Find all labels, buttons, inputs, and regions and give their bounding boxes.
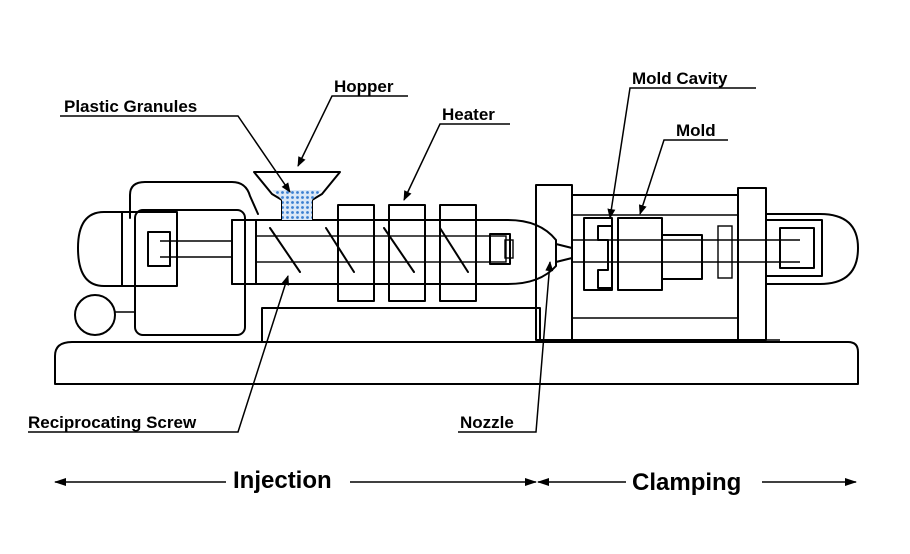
- screw-flight-4: [439, 227, 469, 273]
- check-valve: [504, 239, 514, 259]
- hydraulic-motor-housing: [121, 211, 178, 287]
- leader-plastic-granules: [60, 115, 291, 193]
- screw-core: [255, 235, 507, 263]
- stationary-platen: [535, 184, 573, 341]
- heater-band-2: [388, 204, 426, 302]
- label-nozzle: Nozzle: [460, 413, 514, 432]
- hydraulic-piston: [147, 231, 171, 267]
- clamp-cylinder: [765, 219, 823, 277]
- hydraulic-pump: [74, 294, 116, 336]
- clamp-piston: [779, 227, 815, 269]
- barrel-lower-frame: [261, 307, 541, 343]
- screw-flight-1: [269, 227, 301, 273]
- hydraulic-cylinder-loop-left: [77, 211, 123, 287]
- label-mold-cavity: Mold Cavity: [632, 69, 728, 88]
- heater-band-3: [439, 204, 477, 302]
- label-mold: Mold: [676, 121, 716, 140]
- label-hopper: Hopper: [334, 77, 394, 96]
- mold-right-half: [617, 217, 663, 291]
- leader-mold-cavity: [607, 87, 756, 219]
- screw-flight-2: [325, 227, 355, 273]
- label-reciprocating-screw: Reciprocating Screw: [28, 413, 197, 432]
- moving-platen: [737, 187, 767, 341]
- ejector-block: [661, 234, 703, 280]
- leader-hopper: [297, 95, 408, 167]
- section-injection: Injection: [233, 467, 332, 494]
- plastic-granules-fill: [272, 190, 322, 220]
- heater-band-1: [337, 204, 375, 302]
- hydraulic-line-left: [129, 181, 259, 219]
- motor-frame: [134, 209, 246, 336]
- ejector-pin-block: [717, 225, 733, 279]
- hydraulic-cylinder-loop-right: [765, 213, 859, 285]
- barrel: [231, 219, 557, 285]
- leader-mold: [638, 139, 728, 215]
- screw-tip: [489, 233, 511, 265]
- leader-heater: [403, 123, 510, 201]
- label-heater: Heater: [442, 105, 495, 124]
- section-clamping: Clamping: [632, 469, 741, 496]
- label-plastic-granules: Plastic Granules: [64, 97, 197, 116]
- leader-reciprocating-screw: [28, 275, 290, 433]
- machine-base: [54, 341, 859, 385]
- leader-nozzle: [458, 261, 554, 433]
- nozzle: [555, 243, 573, 263]
- mold-cavity: [597, 225, 613, 289]
